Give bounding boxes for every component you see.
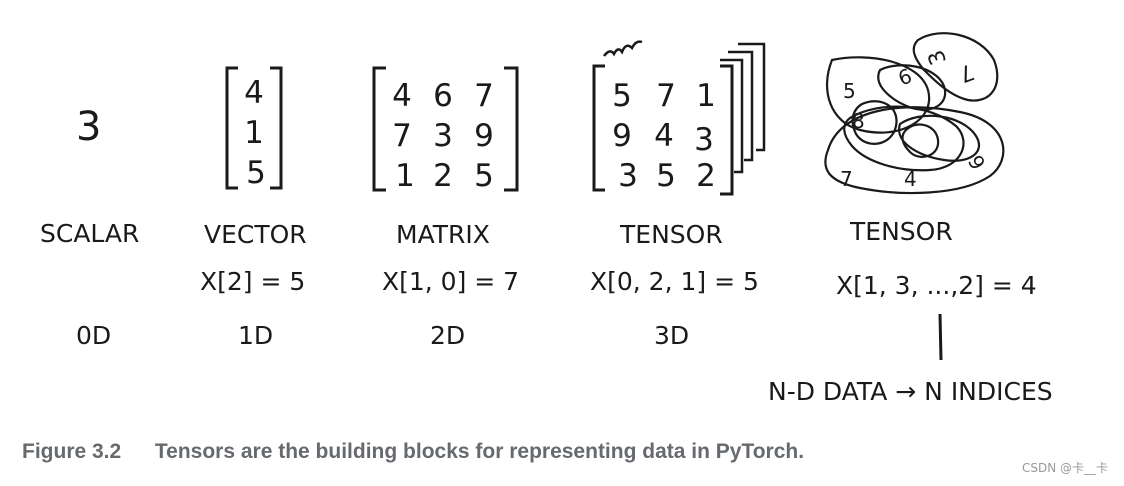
tensor3d-cell: 3 <box>694 122 714 158</box>
tensor3d-back-layer <box>728 50 754 162</box>
vector-cell: 5 <box>246 155 266 191</box>
figure-caption: Figure 3.2 Tensors are the building bloc… <box>22 440 804 464</box>
matrix-cell: 1 <box>395 158 415 194</box>
matrix-cell: 7 <box>392 118 412 154</box>
tensorNd-pointer-line <box>938 313 943 361</box>
figure-caption-text: Tensors are the building blocks for repr… <box>154 440 805 463</box>
matrix-left-bracket <box>372 66 386 192</box>
scalar-dim: 0D <box>76 321 111 350</box>
tensor3d-back-layer <box>720 58 744 174</box>
matrix-cell: 6 <box>433 78 453 114</box>
tensor3d-cell: 1 <box>696 78 716 114</box>
tensor3d-left-bracket <box>592 64 605 192</box>
tensor3d-label: TENSOR <box>619 220 723 249</box>
vector-dim: 1D <box>238 321 273 350</box>
tensor3d-squiggle <box>603 40 643 57</box>
tensor3d-cell: 7 <box>656 78 676 114</box>
matrix-label: MATRIX <box>396 220 490 249</box>
vector-cell: 4 <box>244 75 264 111</box>
vector-index: X[2] = 5 <box>200 267 305 296</box>
tensor3d-cell: 5 <box>612 78 632 114</box>
vector-group: 4 1 5 VECTOR X[2] = 5 1D <box>200 66 307 350</box>
vector-right-bracket <box>270 66 283 190</box>
tensorNd-number: 3 <box>924 46 952 68</box>
matrix-cell: 7 <box>474 78 494 114</box>
vector-left-bracket <box>225 66 238 190</box>
tensorNd-number: 6 <box>895 63 915 90</box>
matrix-cell: 5 <box>474 158 494 194</box>
tensorNd-label: TENSOR <box>849 217 953 246</box>
matrix-index: X[1, 0] = 7 <box>382 267 519 296</box>
watermark: CSDN @卡__卡 <box>1021 461 1108 475</box>
tensor3d-dim: 3D <box>654 321 689 350</box>
tensor3d-group: 5 7 1 9 4 3 3 5 2 TENSOR X[0, 2, 1] = 5 … <box>590 40 766 350</box>
matrix-cell: 9 <box>474 118 494 154</box>
tensorNd-note: N-D DATA → N INDICES <box>768 377 1053 406</box>
matrix-cell: 4 <box>392 78 412 114</box>
tensorNd-number: 7 <box>956 58 978 86</box>
matrix-cell: 2 <box>433 158 453 194</box>
tensorNd-group: 5 6 3 7 8 7 4 6 TENSOR X[1, 3, ...,2] = … <box>768 32 1053 406</box>
vector-cell: 1 <box>244 115 264 151</box>
scalar-label: SCALAR <box>40 219 139 248</box>
tensor3d-cell: 9 <box>612 118 632 154</box>
tensorNd-number: 4 <box>904 167 917 191</box>
scalar-group: 3 SCALAR 0D <box>40 104 139 350</box>
tensor3d-cell: 4 <box>654 118 674 154</box>
matrix-right-bracket <box>504 66 519 192</box>
tensor3d-back-layer <box>738 42 766 152</box>
tensor3d-cell: 3 <box>618 158 638 194</box>
vector-label: VECTOR <box>204 220 307 249</box>
matrix-cell: 3 <box>433 118 453 154</box>
tensorNd-blob-sketch <box>824 32 1005 195</box>
matrix-dim: 2D <box>430 321 465 350</box>
scalar-value: 3 <box>76 104 101 150</box>
tensor3d-cell: 5 <box>656 158 676 194</box>
tensor3d-cell: 2 <box>696 158 716 194</box>
tensorNd-number: 8 <box>852 109 865 133</box>
tensorNd-number: 7 <box>840 167 853 191</box>
tensorNd-index: X[1, 3, ...,2] = 4 <box>836 271 1037 300</box>
matrix-group: 4 6 7 7 3 9 1 2 5 MATRIX X[1, 0] = 7 2D <box>372 66 519 350</box>
tensor3d-right-bracket <box>720 64 734 196</box>
tensor3d-index: X[0, 2, 1] = 5 <box>590 267 759 296</box>
tensorNd-number: 6 <box>963 151 990 174</box>
tensorNd-number: 5 <box>843 79 856 103</box>
figure-number: Figure 3.2 <box>22 440 122 463</box>
